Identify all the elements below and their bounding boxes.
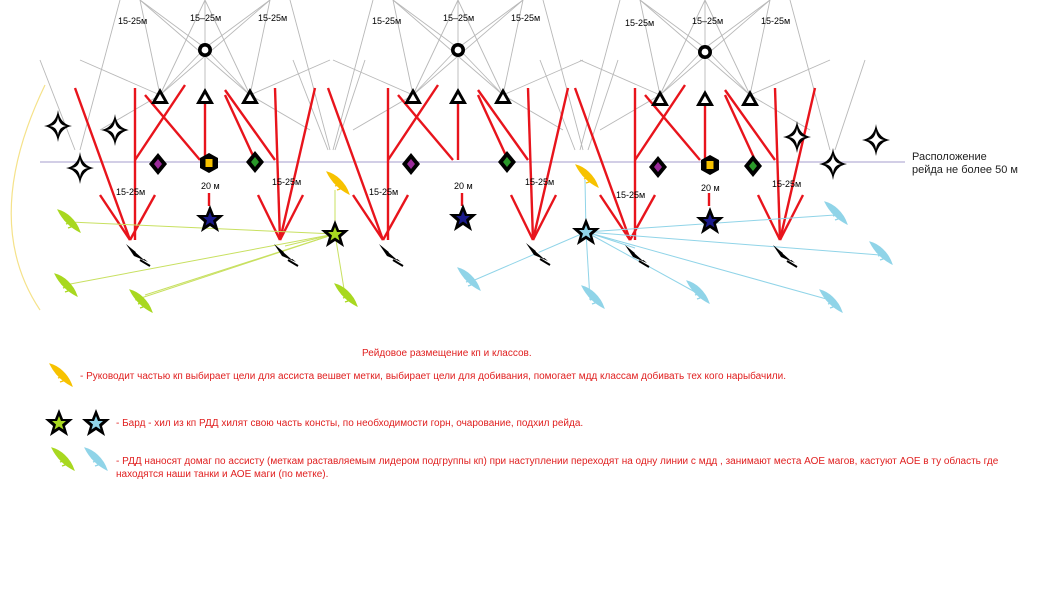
- legend-leader-text: - Руководит частью кп выбирает цели для …: [80, 371, 787, 382]
- tank-triangle-icon: [696, 90, 714, 106]
- navy-star-icon: [696, 207, 724, 234]
- healer-circle-icon: [198, 43, 212, 57]
- leader-feather-icon: [49, 363, 73, 387]
- rdd-feather-icon: [51, 447, 75, 471]
- diamond-icon: [402, 153, 420, 175]
- four-point-star-icon: [44, 110, 72, 142]
- raid-position-label: Расположение рейда не более 50 м: [912, 151, 1018, 176]
- tank-triangle-icon: [196, 88, 214, 104]
- tank-triangle-icon: [449, 88, 467, 104]
- distance-label: 15-25м: [369, 187, 398, 197]
- grey-web-lines: [39, 0, 866, 151]
- rdd-feather-icon: [57, 209, 81, 233]
- distance-label: 15-25м: [258, 13, 287, 23]
- distance-label: 15-25м: [372, 16, 401, 26]
- diamond-icon: [498, 151, 516, 173]
- bard-star-icon: [82, 409, 110, 436]
- distance-label: 15-25м: [272, 177, 301, 187]
- diamond-icon: [149, 153, 167, 175]
- mdd-spike-icon: [125, 243, 151, 267]
- rdd-feather-icon: [54, 273, 78, 297]
- distance-label: 20 м: [454, 181, 473, 191]
- diamond-icon: [744, 155, 762, 177]
- navy-star-icon: [449, 204, 477, 231]
- distance-label: 15–25м: [692, 16, 723, 26]
- legend-title: Рейдовое размещение кп и классов.: [362, 348, 532, 359]
- rdd-feather-icon: [686, 280, 710, 304]
- four-point-star-icon: [101, 114, 129, 146]
- bard-star-icon: [321, 220, 349, 247]
- bard-star-icon: [45, 409, 73, 436]
- rdd-feather-icon: [334, 283, 358, 307]
- mdd-spike-icon: [378, 243, 404, 267]
- distance-label: 15–25м: [443, 13, 474, 23]
- distance-label: 20 м: [701, 183, 720, 193]
- distance-label: 15-25м: [511, 13, 540, 23]
- raid-area-arc: [10, 84, 46, 311]
- legend-bard-text: - Бард - хил из кп РДД хилят свою часть …: [116, 418, 584, 429]
- tank-triangle-icon: [404, 88, 422, 104]
- leader-feather-icon: [326, 171, 350, 195]
- mdd-spike-icon: [525, 242, 551, 266]
- tank-triangle-icon: [494, 88, 512, 104]
- diamond-icon: [649, 156, 667, 178]
- tank-triangle-icon: [151, 88, 169, 104]
- distance-label: 15-25м: [525, 177, 554, 187]
- four-point-star-icon: [862, 124, 890, 156]
- leader-feather-icon: [575, 164, 599, 188]
- diamond-icon: [246, 151, 264, 173]
- healer-circle-icon: [451, 43, 465, 57]
- legend-rdd-text: - РДД наносят домаг по ассисту (меткам р…: [116, 456, 999, 480]
- distance-label: 15-25м: [625, 18, 654, 28]
- red-lines: [73, 83, 817, 242]
- four-point-star-icon: [819, 148, 847, 180]
- distance-label: 15-25м: [118, 16, 147, 26]
- tank-triangle-icon: [241, 88, 259, 104]
- rdd-feather-icon: [84, 447, 108, 471]
- shield-hexagon-icon: [701, 155, 719, 175]
- rdd-feather-icon: [581, 285, 605, 309]
- distance-label: 15–25м: [190, 13, 221, 23]
- distance-label: 15-25м: [761, 16, 790, 26]
- distance-labels: 15-25м 15–25м 15-25м 15-25м 15–25м 15-25…: [116, 13, 801, 200]
- rdd-feather-icon: [824, 201, 848, 225]
- distance-label: 15-25м: [116, 187, 145, 197]
- distance-label: 20 м: [201, 181, 220, 191]
- shield-hexagon-icon: [200, 153, 218, 173]
- distance-label: 15-25м: [772, 179, 801, 189]
- four-point-star-icon: [66, 152, 94, 184]
- bard-star-icon: [572, 218, 600, 245]
- distance-label: 15-25м: [616, 190, 645, 200]
- rdd-feather-icon: [869, 241, 893, 265]
- rdd-feather-icon: [819, 289, 843, 313]
- healer-circle-icon: [698, 45, 712, 59]
